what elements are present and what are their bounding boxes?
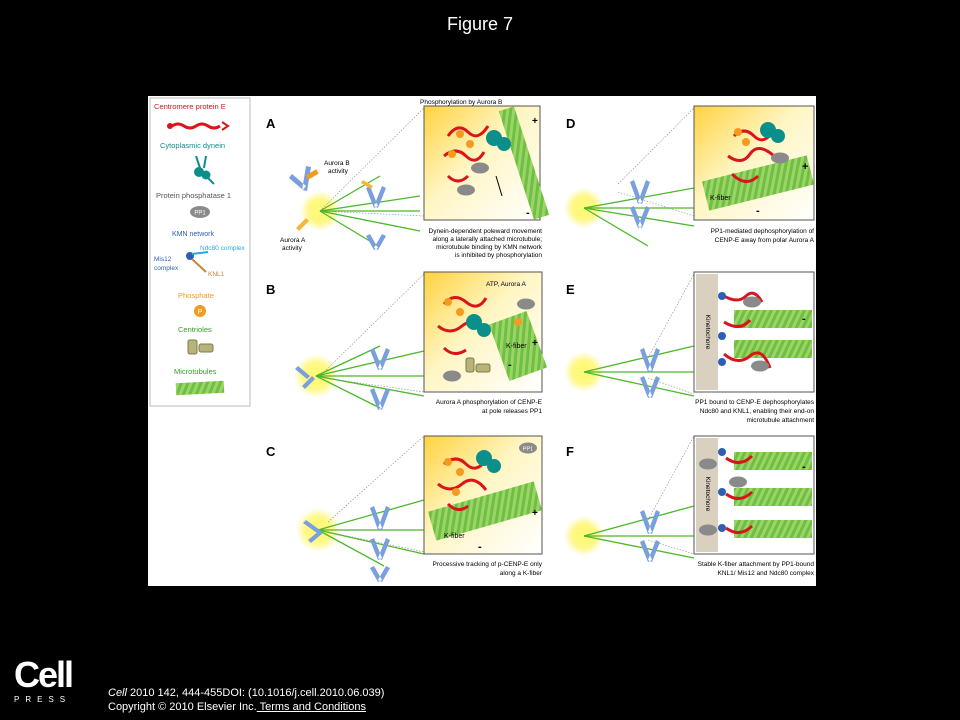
panel-a-letter: A — [266, 116, 276, 131]
panel-c-letter: C — [266, 444, 276, 459]
panel-f-letter: F — [566, 444, 574, 459]
legend-microtubules-label: Microtubules — [174, 367, 217, 376]
legend-pp1-label: Protein phosphatase 1 — [156, 191, 231, 200]
panel-a-inset: + - — [423, 105, 550, 221]
legend-centrioles-label: Centrioles — [178, 325, 212, 334]
panel-c-kfiber: K-fiber — [444, 533, 465, 540]
panel-a-caption-3: microtubule binding by KMN network — [436, 244, 543, 251]
panel-a-plus: + — [532, 116, 538, 127]
panel-a-caption-2: along a laterally attached microtubule; — [433, 236, 543, 243]
cell-press-logo: Cell PRESS — [14, 654, 80, 705]
panel-f: F Kinetochore - Stable K-fiber attachmen… — [564, 435, 815, 577]
panel-b-plus: + — [532, 338, 538, 349]
panel-a-header: Phosphorylation by Aurora B — [420, 99, 502, 106]
panel-b-caption-1: Aurora A phosphorylation of CENP-E — [436, 399, 543, 406]
legend-phosphate-badge: P — [198, 309, 203, 316]
copyright-line: Copyright © 2010 Elsevier Inc. Terms and… — [108, 700, 384, 714]
panel-b-kfiber: K-fiber — [506, 343, 527, 350]
terms-link[interactable]: Terms and Conditions — [256, 701, 366, 713]
panel-a-aurora-b-2: activity — [328, 168, 349, 175]
panel-b: B ATP, Aurora A K-fiber — [266, 271, 548, 415]
legend-mis12-label: Mis12 — [154, 256, 172, 263]
panel-f-inset: Kinetochore - — [693, 435, 815, 555]
panel-e-inset: Kinetochore - — [693, 271, 815, 393]
panel-f-caption-2: KNL1/ Mis12 and Ndc80 complex — [718, 570, 815, 577]
panel-a-aurora-a-1: Aurora A — [280, 237, 306, 244]
panel-a: A Aurora B activity Aurora A activity Ph… — [266, 99, 550, 259]
panel-d-caption-2: CENP-E away from polar Aurora A — [715, 237, 815, 244]
panel-e-caption-1: PP1 bound to CENP-E dephosphorylates — [695, 399, 815, 406]
panel-d-letter: D — [566, 116, 575, 131]
panel-f-caption-1: Stable K-fiber attachment by PP1-bound — [698, 561, 815, 568]
panel-c-inset: PP1 K-fiber + - — [423, 435, 543, 555]
panel-e: E Kinetochore - PP1 bound to CENP-E deph… — [564, 271, 815, 424]
dynein-icon — [194, 155, 215, 185]
panel-c-pp1: PP1 — [523, 447, 533, 453]
legend-pp1-badge: PP1 — [194, 211, 206, 217]
panel-d: D K-fiber + - PP1-mediated dephosphoryla… — [564, 105, 815, 247]
panel-b-atp: ATP, Aurora A — [486, 281, 527, 288]
pp1-icon — [190, 206, 210, 218]
legend-knl1-label: KNL1 — [208, 271, 225, 278]
panel-b-letter: B — [266, 282, 275, 297]
panel-e-caption-3: microtubule attachment — [746, 417, 814, 424]
panel-a-minus: - — [526, 207, 530, 219]
legend-mis12-label-2: complex — [154, 265, 179, 272]
panel-d-minus: - — [756, 205, 760, 217]
panel-f-minus: - — [802, 461, 806, 473]
citation-text: 2010 142, 444-455DOI: (10.1016/j.cell.20… — [126, 687, 385, 699]
legend-box: Centromere protein E Cytoplasmic dynein … — [149, 97, 251, 407]
figure-title: Figure 7 — [446, 14, 514, 34]
panel-e-kinetochore: Kinetochore — [704, 315, 711, 350]
cenpe-icon — [171, 122, 221, 130]
citation-block: Cell 2010 142, 444-455DOI: (10.1016/j.ce… — [108, 686, 384, 714]
panel-e-minus: - — [802, 313, 806, 325]
panel-a-aurora-a-2: activity — [282, 245, 303, 252]
panel-d-kfiber: K-fiber — [710, 195, 731, 202]
panel-a-aurora-b-1: Aurora B — [324, 160, 350, 167]
kmn-icon — [186, 251, 209, 273]
panel-b-minus: - — [508, 359, 512, 371]
panel-e-caption-2: Ndc80 and KNL1, enabling their end-on — [700, 408, 815, 415]
panel-c-plus: + — [532, 508, 538, 519]
panel-f-kinetochore: Kinetochore — [704, 477, 711, 512]
journal-name: Cell — [108, 687, 127, 699]
legend-ndc80-label: Ndc80 complex — [200, 245, 246, 252]
legend-kmn-label: KMN network — [172, 231, 215, 238]
panel-a-caption-1: Dynein-dependent poleward movement — [429, 228, 543, 235]
press-logo-text: PRESS — [14, 695, 72, 704]
panel-c-caption-2: along a K-fiber — [500, 570, 543, 577]
panel-d-plus: + — [802, 161, 808, 173]
phosphate-icon — [194, 305, 206, 317]
legend-dynein-label: Cytoplasmic dynein — [160, 141, 225, 150]
legend-cenpe-label: Centromere protein E — [154, 102, 226, 111]
citation-line: Cell 2010 142, 444-455DOI: (10.1016/j.ce… — [108, 686, 384, 700]
panel-c: C PP1 K-fiber + - Proc — [266, 435, 543, 582]
panel-b-inset: ATP, Aurora A K-fiber + - — [423, 271, 548, 393]
cell-logo-text: Cell — [14, 654, 74, 695]
panel-a-caption-4: is inhibited by phosphorylation — [455, 252, 542, 259]
panel-d-inset: K-fiber + - — [693, 105, 815, 221]
panel-c-minus: - — [478, 541, 482, 553]
centriole-icon — [187, 339, 214, 355]
microtubule-icon — [175, 380, 225, 396]
legend-phosphate-label: Phosphate — [178, 291, 214, 300]
panel-e-letter: E — [566, 282, 575, 297]
panel-b-caption-2: at pole releases PP1 — [482, 408, 542, 415]
panel-d-caption-1: PP1-mediated dephosphorylation of — [711, 228, 815, 235]
panel-c-caption-1: Processive tracking of p-CENP-E only — [433, 561, 543, 568]
figure-7-panel: Centromere protein E Cytoplasmic dynein … — [148, 96, 816, 586]
copyright-text: Copyright © 2010 Elsevier Inc. — [108, 701, 257, 713]
